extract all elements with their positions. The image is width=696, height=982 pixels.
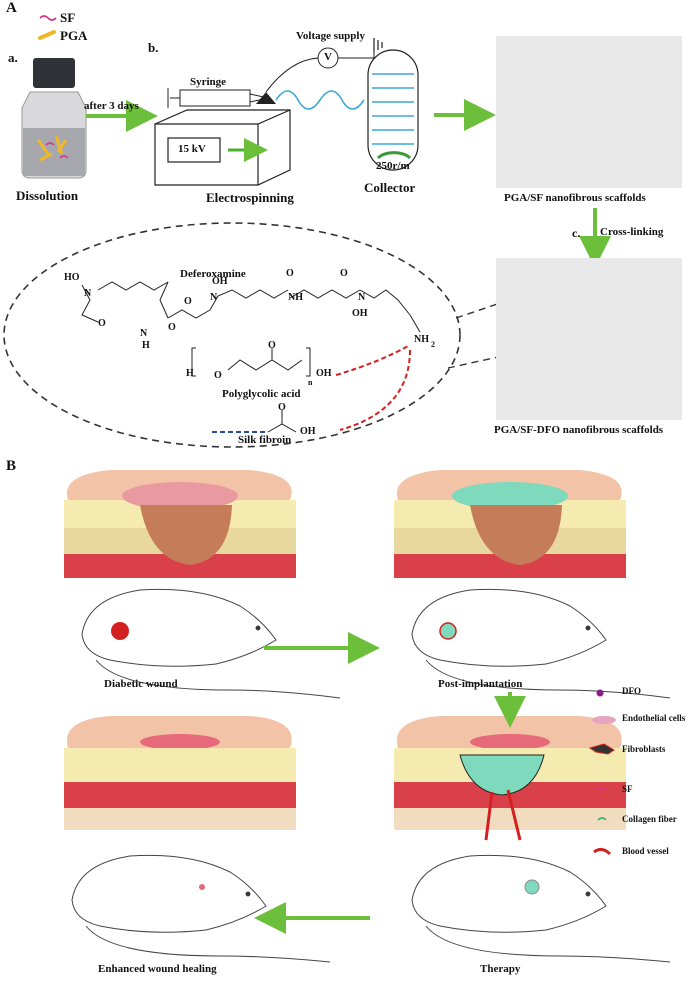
chem-atom: O bbox=[278, 402, 286, 413]
amide-bond-2 bbox=[339, 349, 411, 431]
mouse-therapy bbox=[411, 854, 671, 963]
fibroblast-icon bbox=[588, 743, 615, 755]
legend-dfo: DFO bbox=[622, 686, 641, 696]
legend-sf: SF bbox=[60, 10, 76, 25]
skin-block-enhanced bbox=[64, 716, 296, 830]
wound-spot-diabetic bbox=[111, 622, 129, 640]
sf-icon bbox=[597, 787, 607, 791]
collagen-fiber-icon bbox=[597, 817, 607, 821]
legend-blood-vessel: Blood vessel bbox=[622, 846, 669, 856]
pga-label: Polyglycolic acid bbox=[222, 388, 301, 400]
chem-atom: N bbox=[210, 292, 218, 303]
electrospinning-device bbox=[154, 109, 291, 186]
mouse-enhanced bbox=[71, 854, 331, 963]
molecule-callout bbox=[3, 222, 461, 448]
deferoxamine-structure bbox=[81, 281, 421, 333]
skin-block-therapy bbox=[394, 716, 626, 841]
step-a: a. bbox=[8, 50, 18, 65]
chem-atom: HO bbox=[64, 272, 80, 283]
chem-atom: NH bbox=[414, 334, 429, 345]
rpm-label: 250r/m bbox=[376, 160, 410, 172]
chem-atom: O bbox=[340, 268, 348, 279]
chem-atom: O bbox=[268, 340, 276, 351]
scaffold2-caption: PGA/SF-DFO nanofibrous scaffolds bbox=[494, 424, 664, 436]
chem-atom: O bbox=[184, 296, 192, 307]
syringe-label: Syringe bbox=[190, 76, 227, 88]
chem-atom: OH bbox=[212, 276, 228, 287]
sf-legend-swatch bbox=[39, 15, 57, 21]
chem-atom: NH bbox=[288, 292, 303, 303]
step-b: b. bbox=[148, 40, 159, 55]
vial-icon bbox=[21, 58, 87, 179]
chem-atom: H bbox=[186, 368, 194, 379]
chem-atom: N bbox=[358, 292, 366, 303]
collector-drum bbox=[367, 49, 419, 171]
voltage-display: 15 kV bbox=[178, 143, 206, 155]
blood-vessel-icon bbox=[593, 847, 612, 856]
voltmeter-label: V bbox=[324, 51, 332, 63]
pga-legend-swatch bbox=[38, 30, 56, 40]
wound-spot-post bbox=[439, 622, 457, 640]
chem-atom: H bbox=[142, 340, 150, 351]
step-c: c. bbox=[572, 226, 581, 240]
scaffold-photo-2 bbox=[496, 258, 682, 420]
caption-diabetic: Diabetic wound bbox=[104, 678, 178, 690]
ground-icon bbox=[373, 38, 383, 52]
legend-endothelial: Endothelial cells bbox=[622, 713, 686, 723]
syringe-icon bbox=[167, 88, 269, 108]
chem-atom: OH bbox=[352, 308, 368, 319]
pga-structure bbox=[191, 347, 311, 377]
crosslinking-label: Cross-linking bbox=[600, 226, 664, 238]
collector-caption: Collector bbox=[364, 180, 416, 195]
endothelial-cell-icon bbox=[592, 716, 616, 724]
nozzle-icon bbox=[256, 92, 276, 104]
caption-therapy: Therapy bbox=[480, 963, 521, 975]
legend-collagen: Collagen fiber bbox=[622, 814, 677, 824]
chem-atom: OH bbox=[316, 368, 332, 379]
caption-enhanced: Enhanced wound healing bbox=[98, 963, 217, 975]
legend-pga: PGA bbox=[60, 28, 88, 43]
voltage-supply-label: Voltage supply bbox=[296, 30, 365, 42]
chem-atom: N bbox=[84, 288, 92, 299]
electrospinning-caption: Electrospinning bbox=[206, 190, 294, 205]
chem-atom: O bbox=[214, 370, 222, 381]
legend-sf-b: SF bbox=[622, 784, 633, 794]
chem-atom: O bbox=[98, 318, 106, 329]
after-3-days: after 3 days bbox=[84, 100, 139, 112]
chem-atom: 2 bbox=[431, 340, 435, 349]
wound-spot-therapy bbox=[524, 879, 540, 895]
skin-block-post bbox=[394, 470, 626, 578]
chem-atom: n bbox=[308, 378, 313, 387]
panel-b-label: B bbox=[6, 458, 17, 474]
panel-a-label: A bbox=[6, 0, 17, 16]
legend-fibroblasts: Fibroblasts bbox=[622, 744, 666, 754]
dfo-icon bbox=[596, 689, 604, 697]
mouse-diabetic bbox=[81, 588, 341, 699]
caption-post: Post-implantation bbox=[438, 678, 523, 690]
scaffold-photo-1 bbox=[496, 36, 682, 188]
nanofiber-jet bbox=[275, 90, 365, 110]
deferoxamine-label: Deferoxamine bbox=[180, 268, 246, 280]
amide-bond-1 bbox=[335, 344, 411, 376]
skin-block-diabetic bbox=[64, 470, 296, 578]
chem-atom: O bbox=[168, 322, 176, 333]
chem-atom: O bbox=[286, 268, 294, 279]
chem-atom: N bbox=[140, 328, 148, 339]
wound-spot-enhanced bbox=[199, 884, 205, 890]
chem-atom: OH bbox=[300, 426, 316, 437]
scaffold1-caption: PGA/SF nanofibrous scaffolds bbox=[504, 192, 646, 204]
dissolution-caption: Dissolution bbox=[16, 188, 79, 203]
mouse-post bbox=[411, 588, 671, 699]
silk-fibroin-label: Silk fibroin bbox=[238, 434, 292, 446]
